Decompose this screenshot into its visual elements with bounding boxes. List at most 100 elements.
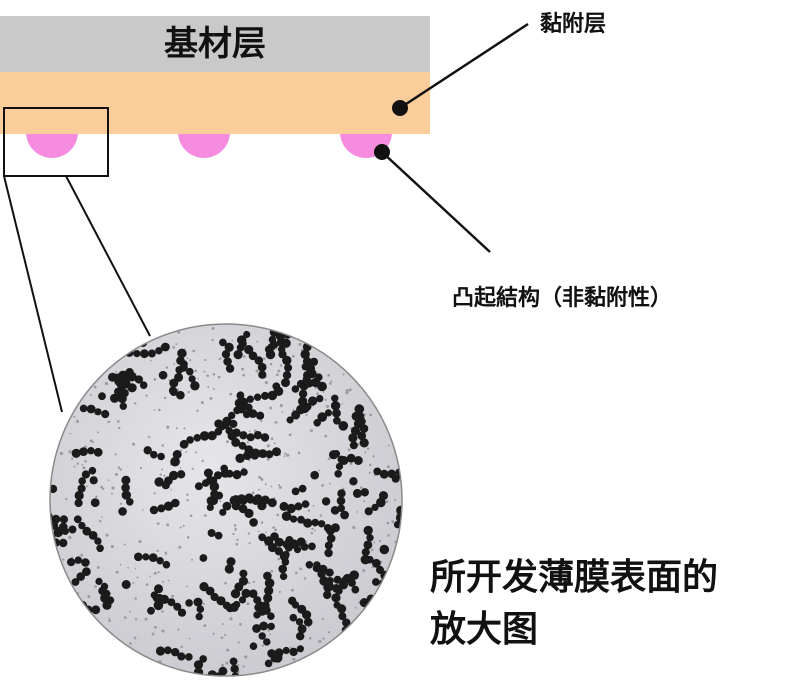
surface-speckle (308, 636, 312, 640)
surface-speckle (386, 465, 390, 469)
surface-speckle (114, 472, 119, 476)
surface-speckle (347, 448, 351, 452)
surface-speckle (265, 531, 267, 534)
surface-particle (261, 601, 270, 610)
surface-particle (88, 466, 97, 475)
surface-particle (156, 557, 164, 565)
surface-speckle (394, 540, 397, 544)
adhesive-label: 黏附层 (540, 12, 607, 37)
surface-speckle (310, 429, 313, 433)
surface-speckle (123, 616, 127, 619)
surface-particle (363, 540, 373, 550)
surface-particle (239, 576, 248, 586)
surface-particle (179, 363, 188, 372)
surface-particle (256, 411, 265, 420)
surface-speckle (207, 385, 210, 388)
surface-particle (237, 494, 247, 504)
surface-speckle (107, 479, 110, 481)
surface-particle (238, 504, 248, 514)
surface-speckle (291, 588, 294, 592)
surface-speckle (164, 551, 168, 555)
surface-speckle (203, 624, 207, 628)
surface-particle (321, 497, 331, 506)
surface-particle (222, 501, 232, 511)
surface-speckle (94, 585, 97, 588)
surface-speckle (235, 542, 239, 546)
surface-particle (206, 496, 216, 506)
surface-particle (258, 607, 267, 616)
surface-particle (253, 431, 263, 440)
surface-speckle (263, 357, 266, 360)
surface-speckle (141, 509, 144, 511)
surface-particle (387, 574, 396, 584)
surface-particle (203, 468, 213, 478)
surface-speckle (212, 373, 216, 376)
surface-speckle (225, 661, 229, 665)
surface-particle (357, 431, 367, 441)
surface-particle (267, 622, 275, 631)
surface-particle (190, 381, 200, 391)
surface-particle (297, 624, 307, 634)
surface-speckle (241, 367, 245, 371)
surface-speckle (183, 427, 186, 430)
surface-particle (239, 569, 248, 578)
surface-particle (284, 363, 293, 372)
surface-particle (139, 381, 148, 390)
surface-particle (252, 624, 261, 633)
surface-particle (290, 515, 298, 523)
surface-particle (267, 390, 278, 401)
surface-speckle (98, 520, 102, 523)
surface-speckle (190, 558, 194, 561)
surface-speckle (330, 380, 333, 383)
surface-particle (310, 470, 320, 480)
surface-particle (35, 482, 44, 491)
surface-particle (74, 498, 83, 508)
surface-speckle (105, 533, 109, 537)
surface-speckle (204, 358, 207, 362)
surface-speckle (237, 663, 240, 666)
surface-speckle (366, 447, 370, 451)
surface-particle (216, 596, 226, 606)
surface-speckle (186, 585, 188, 588)
surface-speckle (93, 385, 97, 389)
surface-particle (267, 498, 277, 508)
surface-particle (207, 529, 216, 537)
surface-particle (265, 450, 274, 459)
surface-speckle (274, 421, 278, 424)
surface-speckle (168, 379, 171, 382)
surface-speckle (270, 569, 274, 573)
surface-particle (74, 556, 83, 564)
surface-particle (195, 612, 203, 621)
surface-speckle (218, 357, 221, 361)
surface-speckle (247, 581, 251, 585)
surface-particle (265, 349, 276, 360)
surface-particle (148, 553, 158, 562)
surface-particle (90, 498, 100, 508)
surface-speckle (179, 449, 183, 452)
surface-speckle (368, 471, 371, 474)
surface-speckle (177, 628, 180, 631)
surface-particle (158, 370, 168, 380)
surface-particle (337, 504, 346, 513)
surface-speckle (171, 594, 175, 598)
surface-particle (125, 368, 134, 377)
surface-particle (387, 469, 397, 479)
surface-particle (298, 389, 308, 398)
surface-particle (171, 498, 180, 508)
surface-particle (282, 371, 292, 380)
surface-particle (258, 533, 267, 542)
surface-particle (357, 417, 366, 426)
surface-particle (201, 479, 210, 487)
surface-speckle (278, 484, 281, 487)
surface-particle (309, 357, 319, 366)
surface-speckle (89, 394, 92, 397)
surface-speckle (134, 402, 137, 405)
surface-particle (279, 501, 289, 511)
surface-particle (224, 564, 234, 574)
surface-particle (405, 470, 413, 478)
surface-speckle (76, 462, 80, 465)
magnifier-box (3, 107, 109, 177)
surface-particle (261, 391, 269, 400)
surface-particle (335, 462, 344, 470)
surface-particle (134, 552, 143, 562)
